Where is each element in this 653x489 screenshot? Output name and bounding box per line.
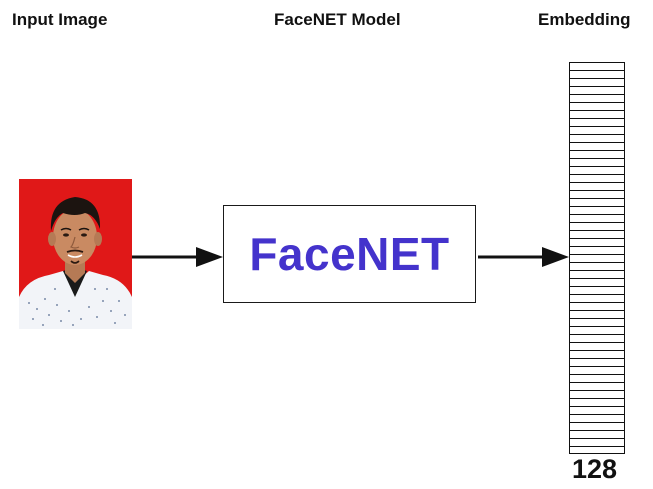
facenet-model-heading: FaceNET Model (274, 10, 401, 29)
embedding-vector-bar (569, 62, 625, 454)
arrow-right-icon (132, 247, 223, 267)
facenet-model-label: FaceNET (249, 228, 450, 280)
person-portrait-icon (19, 179, 132, 329)
facenet-model-box: FaceNET (223, 205, 476, 303)
embedding-heading: Embedding (538, 10, 631, 29)
arrow-right-icon (478, 247, 569, 267)
input-portrait-photo (19, 179, 132, 329)
input-image-heading: Input Image (12, 10, 108, 29)
embedding-dimension-label: 128 (572, 454, 618, 484)
